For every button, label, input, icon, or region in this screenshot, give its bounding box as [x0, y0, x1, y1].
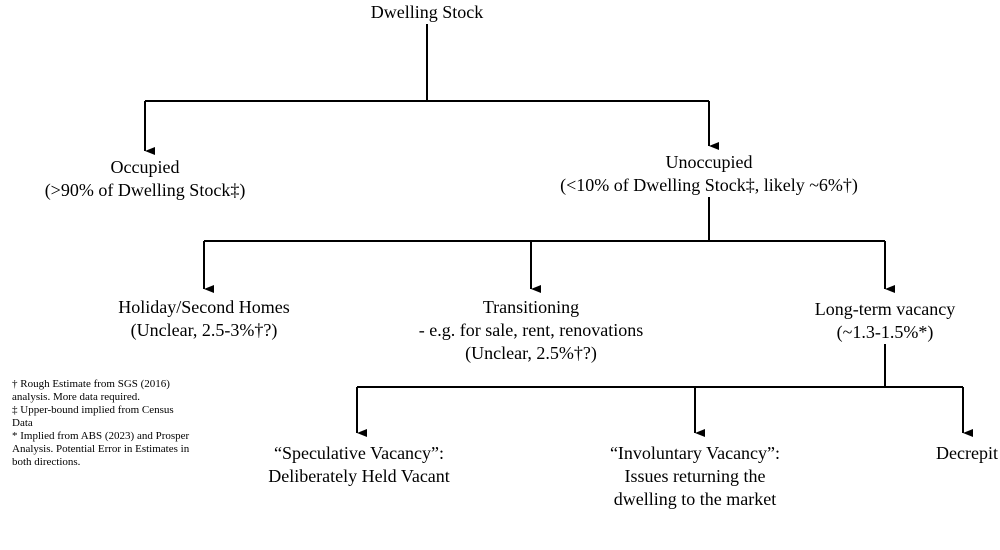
node-transitioning-label: Transitioning	[482, 297, 580, 317]
node-involuntary-vacancy: “Involuntary Vacancy”: Issues returning …	[575, 442, 815, 511]
node-dwelling-stock-label: Dwelling Stock	[370, 2, 484, 22]
node-involuntary-vacancy-desc-1: Issues returning the	[624, 466, 766, 486]
footnote-double-dagger: ‡ Upper-bound implied from Census Data	[12, 404, 174, 429]
node-long-term-vacancy-share: (~1.3-1.5%*)	[836, 322, 934, 342]
node-long-term-vacancy: Long-term vacancy (~1.3-1.5%*)	[795, 298, 975, 344]
node-transitioning: Transitioning - e.g. for sale, rent, ren…	[406, 296, 656, 365]
node-transitioning-detail: - e.g. for sale, rent, renovations	[418, 320, 644, 340]
node-holiday-homes: Holiday/Second Homes (Unclear, 2.5-3%†?)	[94, 296, 314, 342]
node-transitioning-share: (Unclear, 2.5%†?)	[465, 343, 597, 363]
node-holiday-homes-label: Holiday/Second Homes	[118, 297, 290, 317]
footnotes: † Rough Estimate from SGS (2016) analysi…	[12, 378, 190, 469]
node-holiday-homes-share: (Unclear, 2.5-3%†?)	[130, 320, 278, 340]
node-occupied: Occupied (>90% of Dwelling Stock‡)	[25, 156, 265, 202]
node-occupied-label: Occupied	[110, 157, 180, 177]
node-unoccupied-label: Unoccupied	[665, 152, 753, 172]
node-long-term-vacancy-label: Long-term vacancy	[814, 299, 956, 319]
node-dwelling-stock: Dwelling Stock	[327, 1, 527, 24]
node-speculative-vacancy-title: “Speculative Vacancy”:	[273, 443, 445, 463]
footnote-asterisk: * Implied from ABS (2023) and Prosper An…	[12, 430, 190, 468]
node-unoccupied: Unoccupied (<10% of Dwelling Stock‡, lik…	[539, 151, 879, 197]
node-speculative-vacancy-desc: Deliberately Held Vacant	[268, 466, 450, 486]
node-decrepit: Decrepit	[936, 442, 998, 465]
node-occupied-share: (>90% of Dwelling Stock‡)	[44, 180, 246, 200]
footnote-dagger: † Rough Estimate from SGS (2016) analysi…	[12, 378, 170, 403]
node-involuntary-vacancy-title: “Involuntary Vacancy”:	[609, 443, 781, 463]
node-unoccupied-share: (<10% of Dwelling Stock‡, likely ~6%†)	[560, 175, 858, 195]
node-decrepit-label: Decrepit	[936, 443, 998, 463]
node-speculative-vacancy: “Speculative Vacancy”: Deliberately Held…	[249, 442, 469, 488]
node-involuntary-vacancy-desc-2: dwelling to the market	[613, 489, 777, 509]
